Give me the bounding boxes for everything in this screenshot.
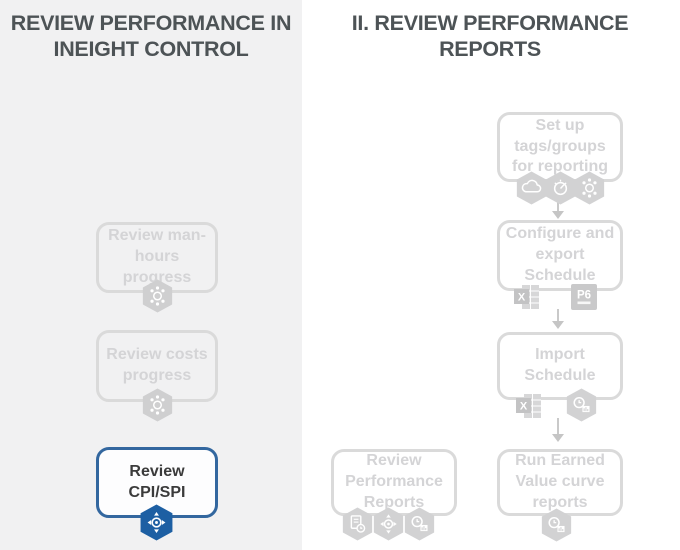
p6-primavera-icon: P6: [571, 284, 597, 315]
node-set-up-tags-groups[interactable]: Set up tags/groups for reporting: [497, 112, 623, 182]
node-review-performance-reports[interactable]: Review Performance Reports: [331, 449, 457, 516]
hexagon-hub-icon: [142, 388, 173, 427]
arrow-down-head: [552, 321, 564, 329]
node-configure-export-schedule[interactable]: Configure and export Schedule: [497, 220, 623, 291]
arrow-down: [557, 418, 559, 435]
excel-letter: X: [520, 401, 528, 413]
left-column-title: REVIEW PERFORMANCE IN INEIGHT CONTROL: [10, 11, 292, 62]
node-import-schedule[interactable]: Import Schedule: [497, 332, 623, 400]
arrow-down-head: [552, 434, 564, 442]
hexagon-plan-icon-active: [140, 504, 173, 546]
node-label: Review costs progress: [106, 346, 208, 384]
schedule-clock-chart-icon: [541, 508, 572, 547]
arrow-down: [557, 198, 559, 212]
schedule-clock-chart-icon: [404, 507, 435, 546]
hexagon-hub-icon: [142, 279, 173, 318]
node-label: Review Performance Reports: [345, 452, 443, 511]
p6-label: P6: [577, 290, 591, 302]
schedule-clock-chart-icon: [566, 388, 597, 427]
excel-icon: X: [515, 392, 543, 425]
hexagon-plan-icon: [373, 507, 404, 546]
report-clock-icon: [342, 507, 373, 546]
node-label: Review CPI/SPI: [128, 462, 186, 501]
node-run-earned-value-reports[interactable]: Run Earned Value curve reports: [497, 449, 623, 516]
arrow-down-head: [552, 211, 564, 219]
right-column-title: II. REVIEW PERFORMANCE REPORTS: [351, 11, 629, 62]
node-label: Set up tags/groups for reporting: [512, 116, 608, 176]
hexagon-hub-icon: [574, 171, 605, 210]
node-label: Run Earned Value curve reports: [515, 452, 605, 511]
arrow-down: [557, 309, 559, 322]
node-label: Configure and export Schedule: [505, 225, 615, 284]
gauge-icon: [545, 171, 576, 210]
node-review-cpi-spi[interactable]: Review CPI/SPI: [96, 447, 218, 518]
excel-icon: X: [513, 283, 541, 316]
node-label: Import Schedule: [524, 346, 596, 384]
node-label: Review man-hours progress: [108, 227, 206, 286]
excel-letter: X: [518, 292, 526, 304]
cloud-icon: [516, 171, 547, 210]
